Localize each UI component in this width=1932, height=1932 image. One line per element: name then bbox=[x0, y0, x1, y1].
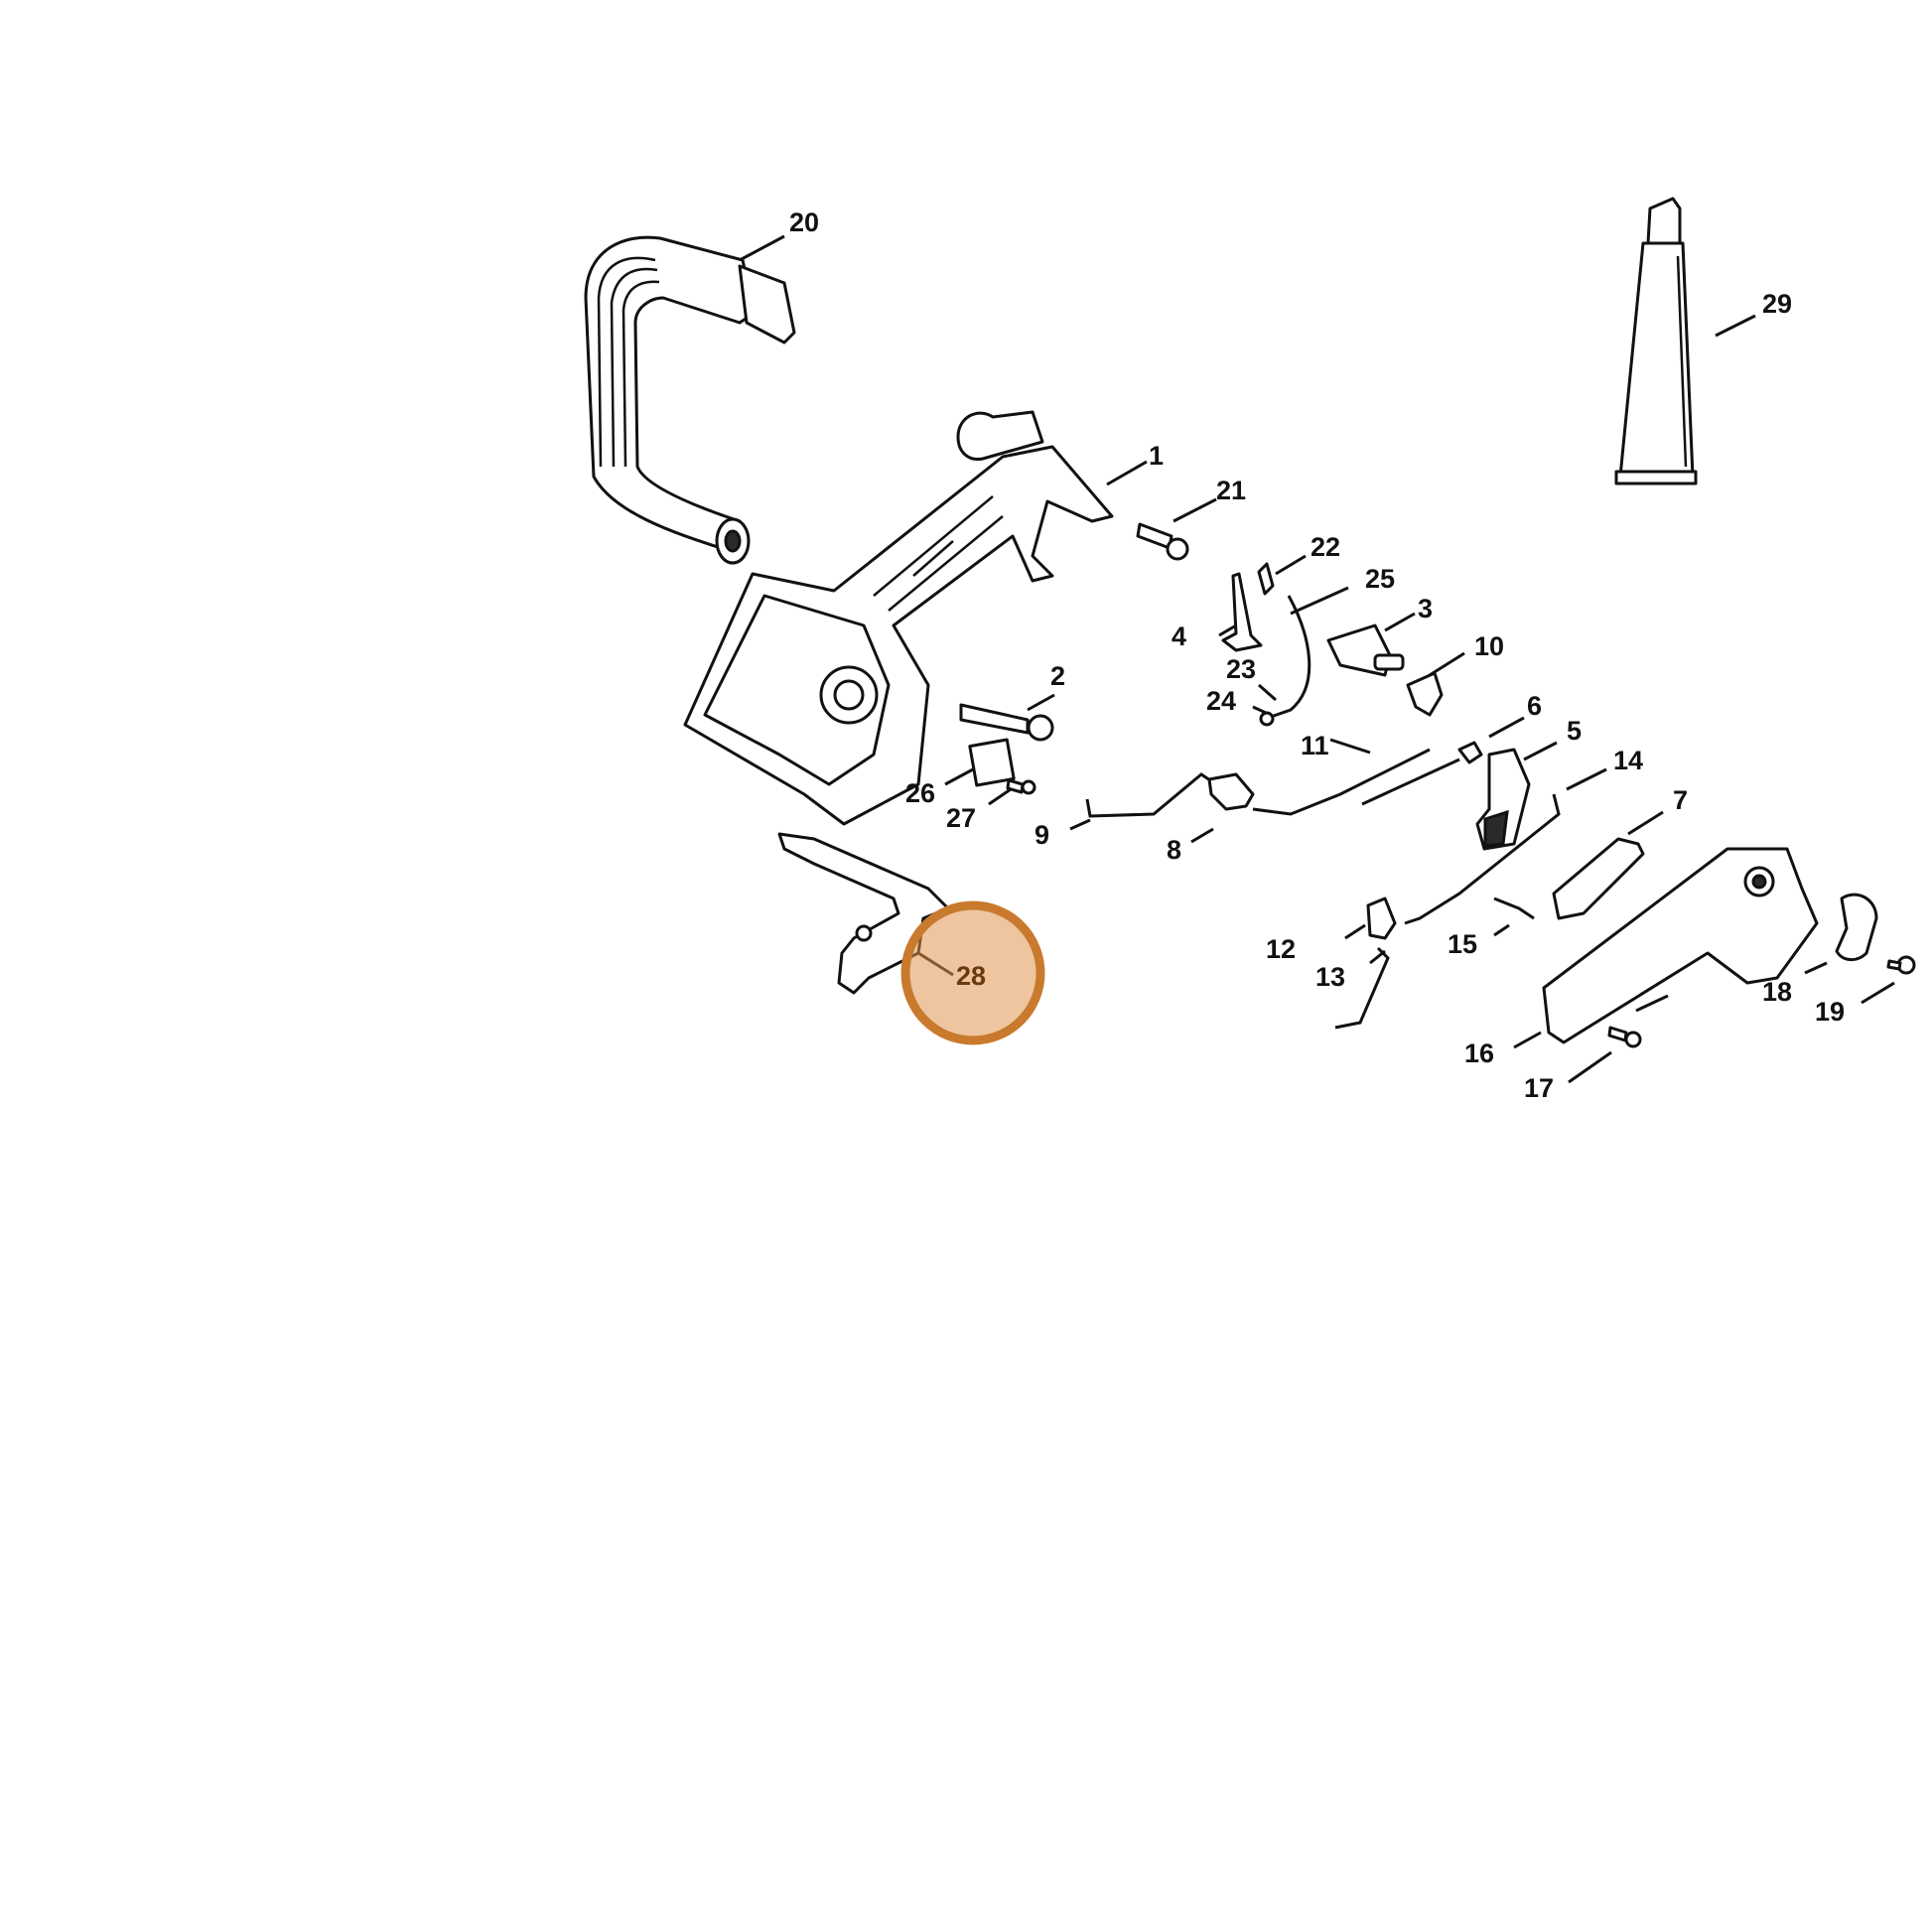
part-1-handle-housing bbox=[683, 410, 1114, 826]
part-27-small-screw bbox=[1006, 778, 1036, 795]
callout-17[interactable]: 17 bbox=[1524, 1073, 1554, 1103]
callout-10[interactable]: 10 bbox=[1474, 631, 1504, 661]
callout-2[interactable]: 2 bbox=[1050, 661, 1065, 691]
callout-14[interactable]: 14 bbox=[1613, 746, 1643, 775]
part-16-guard bbox=[1542, 847, 1819, 1044]
part-7-cover bbox=[1552, 837, 1645, 920]
part-17-screw bbox=[1607, 1026, 1642, 1048]
callout-18[interactable]: 18 bbox=[1762, 977, 1792, 1007]
callout-16[interactable]: 16 bbox=[1464, 1038, 1494, 1068]
callout-27[interactable]: 27 bbox=[946, 803, 976, 833]
callout-29[interactable]: 29 bbox=[1762, 289, 1792, 319]
part-26-clip bbox=[968, 738, 1016, 787]
callout-28[interactable]: 28 bbox=[956, 961, 986, 991]
part-10-clip bbox=[1406, 671, 1444, 717]
callout-9[interactable]: 9 bbox=[1035, 820, 1049, 850]
callout-24[interactable]: 24 bbox=[1206, 686, 1236, 716]
part-9-rod bbox=[1085, 772, 1217, 818]
part-4-bracket bbox=[1221, 572, 1263, 652]
callout-22[interactable]: 22 bbox=[1311, 532, 1340, 562]
part-19-screw bbox=[1886, 955, 1916, 975]
part-3-switch bbox=[1326, 623, 1405, 677]
part-6-spring bbox=[1457, 741, 1483, 764]
leader-lines bbox=[739, 234, 1895, 1084]
callout-25[interactable]: 25 bbox=[1365, 564, 1395, 594]
part-22-spring bbox=[1257, 562, 1275, 596]
callout-8[interactable]: 8 bbox=[1167, 835, 1181, 865]
callout-13[interactable]: 13 bbox=[1315, 962, 1345, 992]
callout-19[interactable]: 19 bbox=[1815, 997, 1845, 1027]
callout-12[interactable]: 12 bbox=[1266, 934, 1296, 964]
callouts[interactable]: 20 1 21 22 25 3 10 4 23 24 2 26 27 9 8 1… bbox=[789, 207, 1845, 1103]
part-12-knob bbox=[1366, 897, 1397, 940]
callout-3[interactable]: 3 bbox=[1418, 594, 1433, 623]
callout-15[interactable]: 15 bbox=[1448, 929, 1477, 959]
part-18-latch bbox=[1835, 893, 1878, 961]
callout-20[interactable]: 20 bbox=[789, 207, 819, 237]
callout-11[interactable]: 11 bbox=[1301, 731, 1329, 760]
part-25-cable bbox=[1259, 595, 1311, 727]
callout-5[interactable]: 5 bbox=[1567, 716, 1582, 746]
part-21-screw bbox=[1136, 522, 1189, 561]
callout-6[interactable]: 6 bbox=[1527, 691, 1542, 721]
part-29-tube bbox=[1614, 197, 1698, 485]
part-14-rod bbox=[1404, 793, 1561, 925]
callout-21[interactable]: 21 bbox=[1216, 476, 1246, 505]
part-15-spring bbox=[1493, 897, 1535, 920]
callout-23[interactable]: 23 bbox=[1226, 654, 1256, 684]
part-11-rod bbox=[1252, 748, 1460, 816]
part-20-handlebar bbox=[584, 235, 796, 565]
callout-1[interactable]: 1 bbox=[1149, 441, 1164, 471]
part-5-trigger bbox=[1475, 748, 1531, 851]
callout-7[interactable]: 7 bbox=[1673, 785, 1688, 815]
callout-26[interactable]: 26 bbox=[905, 778, 935, 808]
callout-4[interactable]: 4 bbox=[1172, 621, 1186, 651]
highlight-ring bbox=[900, 900, 1045, 1045]
part-2-long-screw bbox=[959, 703, 1054, 742]
part-8-link bbox=[1207, 772, 1255, 811]
